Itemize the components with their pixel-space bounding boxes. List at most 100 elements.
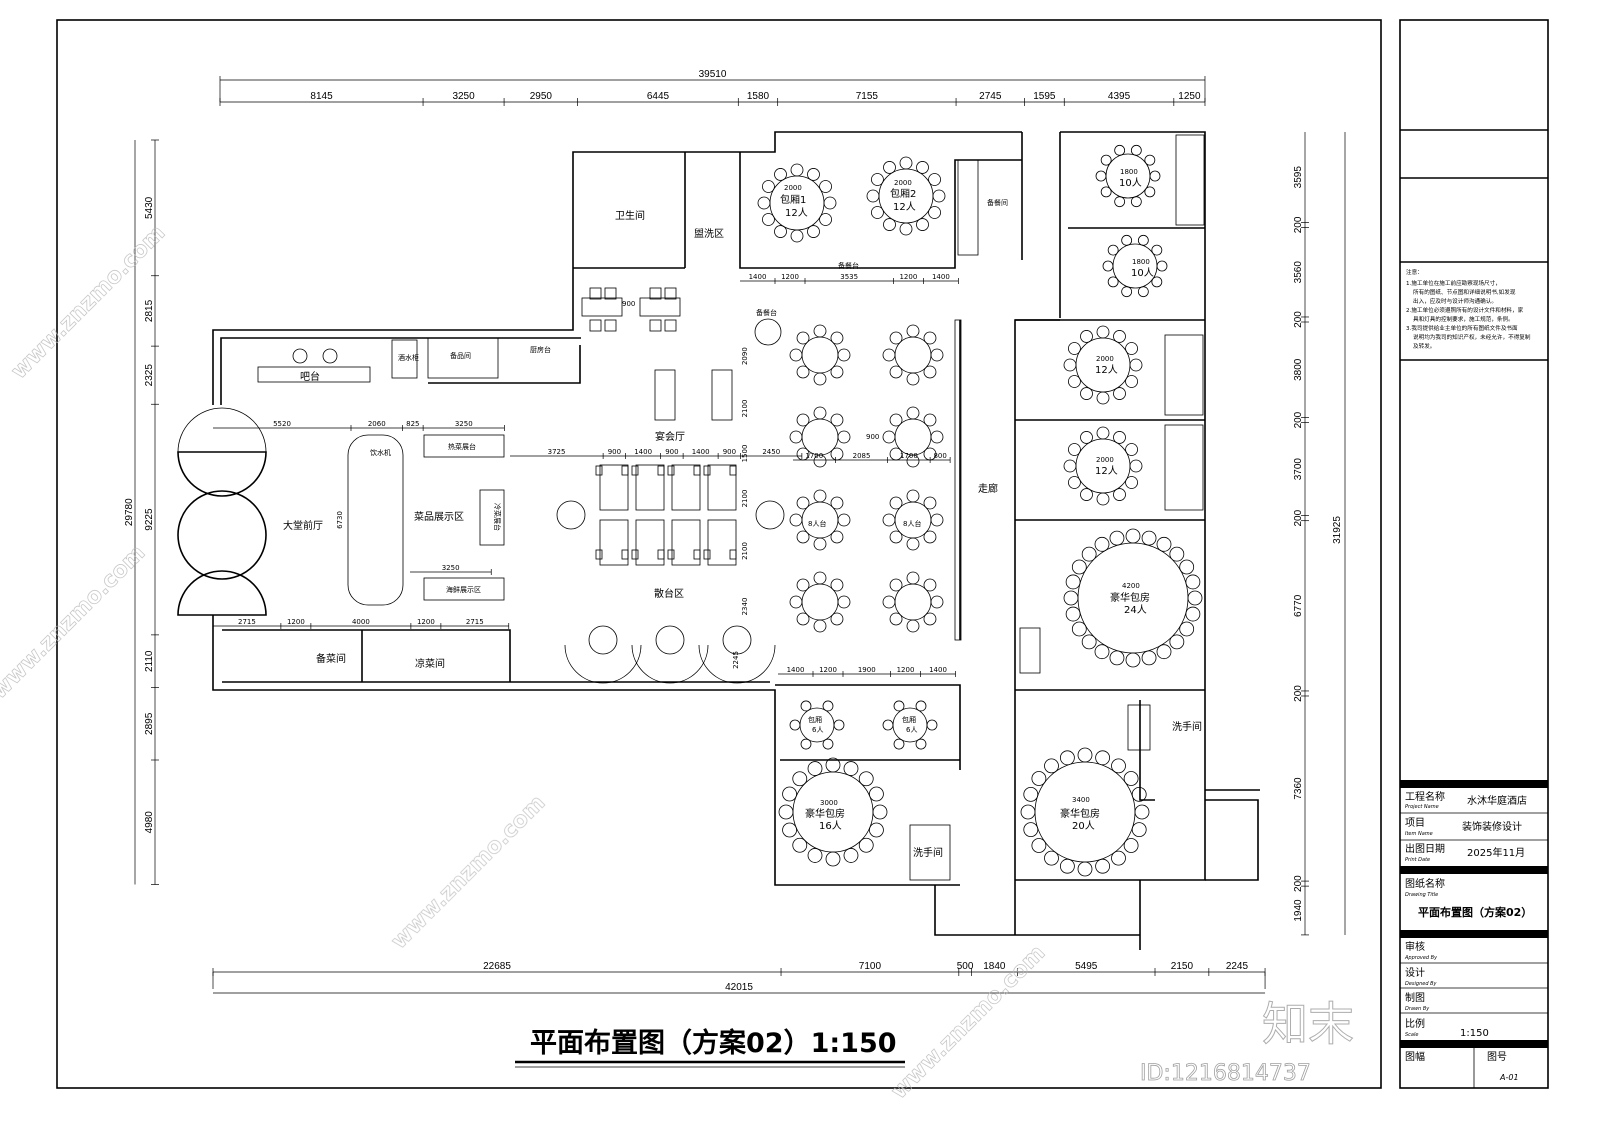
round-table [755,500,785,530]
chair [825,757,841,773]
lux24-seats: 24人 [1124,604,1147,616]
dimension-text: 2950 [530,91,553,102]
chair [837,595,851,609]
chair [595,465,603,476]
dimension-text: 900 [665,448,678,456]
chair [1179,621,1195,637]
chair [1156,260,1168,272]
chair [1125,342,1138,355]
chair [819,180,832,193]
chair [830,612,844,626]
chair [889,447,903,461]
chair [1134,804,1150,820]
chair [830,331,844,345]
chair [1065,606,1081,622]
dimension-text: 2110 [144,650,155,672]
chair [1130,144,1142,156]
small-label: 酒水柜 [398,353,419,362]
room-wc2: 洗手间 [1172,720,1202,733]
dimension-text: 1400 [692,448,710,456]
scale-label: 比例 [1405,1017,1425,1030]
r10a-seats: 10人 [1119,177,1142,189]
dimension-text: 1400 [634,448,652,456]
chair [729,465,737,476]
chair [889,530,903,544]
chair [837,348,851,362]
small-label: 厨房台 [530,345,551,354]
dimension-text: 3535 [840,273,858,281]
chair [858,771,874,787]
chair [631,549,639,560]
dimension-text: 2100 [741,542,749,560]
chair [703,549,711,560]
chair [1059,858,1075,874]
dimension-text: 1595 [1033,91,1056,102]
drawing-name-en: Drawing Title [1405,892,1438,898]
dimension-text: 3250 [452,91,475,102]
chair [1096,391,1110,405]
chair [1100,186,1112,198]
chair [872,804,888,820]
chair [807,848,823,863]
long-table [635,464,665,511]
chair [589,319,602,332]
chair [1023,822,1039,838]
chair [1121,286,1133,298]
dimension-text: 3800 [1293,358,1304,381]
chair [906,619,920,633]
vip1-name: 包厢1 [780,193,806,206]
chair [830,496,844,510]
long-table [711,369,733,421]
note-line: 具和灯具的控制要求，施工规范，条例。 [1413,315,1514,323]
small-label: 备餐台 [756,308,777,317]
table-8b-label: 8人台 [903,519,921,528]
chair [906,454,920,468]
dimension-text: 6730 [336,511,344,529]
dimension-text: 4000 [352,618,370,626]
chair [1156,644,1172,660]
chair [1141,530,1157,546]
chair [1063,459,1077,473]
r12b-size: 2000 [1096,456,1114,464]
vip1-size: 2000 [784,184,802,192]
chair [1081,546,1097,562]
chair [833,719,845,731]
chair [923,530,937,544]
dimension-text: 1400 [929,666,947,674]
chair [667,465,675,476]
chair [1185,606,1201,622]
chair [813,406,827,420]
small1-seats: 6人 [812,726,823,734]
chair [657,465,665,476]
vip1-seats: 12人 [785,207,808,219]
project-name-en: Project Name [1405,804,1439,810]
chair [889,612,903,626]
chair [1059,750,1075,766]
chair [790,229,804,243]
chair [883,218,896,231]
dimension-text: 9225 [144,508,155,531]
chair [906,372,920,386]
dimension-text: 7100 [859,961,882,972]
chair [830,447,844,461]
chair [930,430,944,444]
chair [1077,747,1093,763]
chair [1071,621,1087,637]
dimension-text: 7360 [1293,777,1304,800]
watermark-brand: 知末 [1262,997,1354,1051]
chair [1131,822,1147,838]
chair [926,719,938,731]
chair [923,413,937,427]
chair [729,549,737,560]
chair [1080,387,1093,400]
chair [906,324,920,338]
chair [1095,858,1111,874]
chair [1123,838,1139,853]
room-labels: 卫生间 盥洗区 2000 包厢1 12人 2000 包厢2 12人 备餐间 吧台… [283,168,1202,859]
chair [657,549,665,560]
long-table [654,369,676,421]
chair [916,161,929,174]
lux16-size: 3000 [820,799,838,807]
chair [813,489,827,503]
drawing-title: 平面布置图（方案02）1:150 [530,1027,897,1059]
